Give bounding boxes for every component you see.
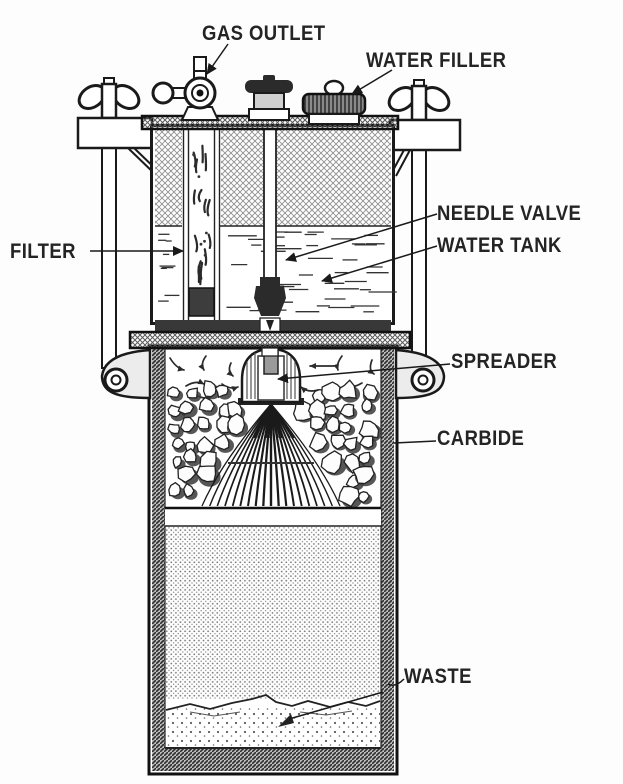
lower-tank-left-wall	[152, 349, 165, 771]
bracket-left	[76, 116, 154, 150]
sludge-stipple	[166, 527, 380, 699]
label-carbide: CARBIDE	[437, 427, 525, 450]
carbide-lumps	[166, 379, 382, 509]
support-rod-left	[101, 147, 117, 369]
label-waste: WASTE	[404, 665, 472, 688]
airspace-main	[221, 129, 391, 226]
upper-tank	[128, 114, 412, 357]
wing-nut-right	[387, 79, 451, 122]
support-rod-right	[411, 149, 427, 369]
filter-base-block	[188, 287, 215, 317]
shutoff-valve	[245, 75, 293, 121]
water-filler-cap	[301, 79, 367, 125]
label-gas-outlet: GAS OUTLET	[202, 22, 326, 45]
waste-leader-arrowhead	[278, 714, 294, 727]
needle-valve-tip	[266, 320, 274, 331]
carbide-basket-shelf	[165, 506, 381, 527]
support-frame	[76, 77, 462, 400]
lower-tank-right-wall	[381, 349, 394, 771]
rod-gland	[261, 347, 279, 357]
filter-column	[182, 129, 221, 322]
airspace-left-strip	[155, 129, 182, 226]
label-spreader: SPREADER	[451, 350, 558, 373]
gas-outlet-valve	[151, 56, 220, 121]
water-tank-leader	[321, 245, 438, 283]
waste-leader-inner	[288, 691, 384, 720]
waste-leader-outer	[387, 678, 405, 686]
gas-outlet-leader	[206, 43, 229, 75]
needle-valve-assembly	[254, 128, 286, 316]
lug-left	[100, 348, 152, 400]
label-needle-valve: NEEDLE VALVE	[437, 202, 582, 225]
label-filter: FILTER	[10, 240, 76, 263]
lower-tank-bottom-wall	[152, 748, 394, 771]
leader-lines	[90, 43, 451, 720]
lug-right	[394, 348, 446, 400]
spreader-leader	[277, 363, 451, 384]
water-filler-leader	[351, 69, 393, 95]
label-water-tank: WATER TANK	[437, 234, 562, 257]
wing-nut-left	[77, 77, 141, 120]
bottom-flange	[128, 330, 412, 350]
carbide-leader	[393, 440, 437, 444]
water-spray-fan	[201, 403, 341, 507]
bracket-right	[388, 118, 462, 152]
needle-valve-leader	[285, 213, 438, 262]
label-water-filler: WATER FILLER	[366, 49, 507, 72]
